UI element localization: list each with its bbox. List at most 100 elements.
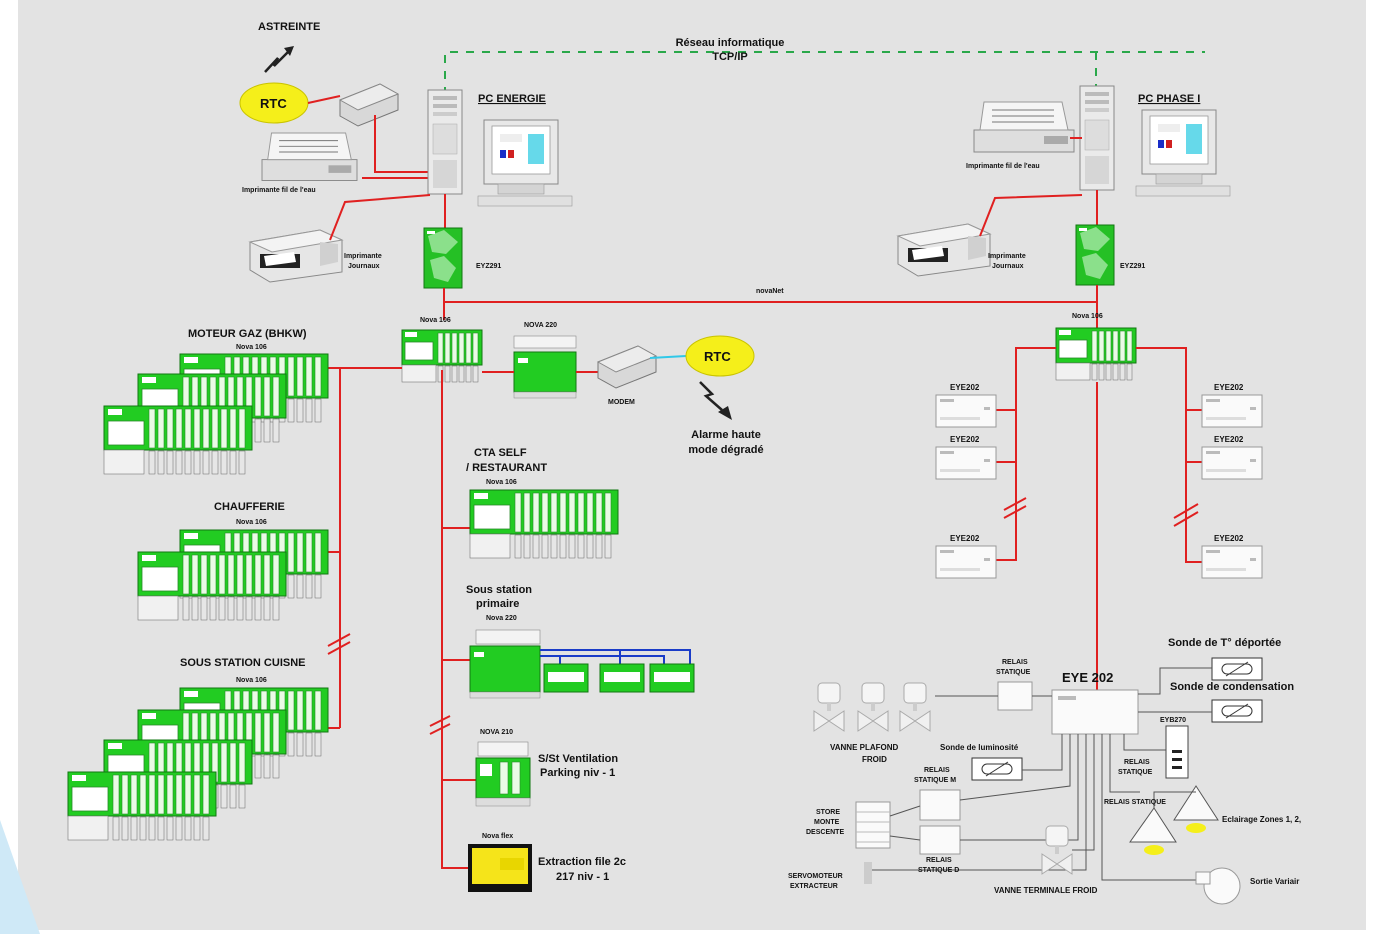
imprimante-fil-left-label: Imprimante fil de l'eau bbox=[242, 187, 316, 194]
nova106-cuisne-label: Nova 106 bbox=[236, 677, 267, 684]
rtc-mid-label: RTC bbox=[704, 349, 731, 364]
sonde-deportee-icon bbox=[1211, 657, 1263, 681]
servomoteur-label-2: EXTRACTEUR bbox=[790, 883, 838, 890]
nova106-right-label: Nova 106 bbox=[1072, 313, 1103, 320]
ventilation-label-2: Parking niv - 1 bbox=[540, 767, 615, 779]
astreinte-label: ASTREINTE bbox=[258, 21, 320, 33]
nova106-cta-label: Nova 106 bbox=[486, 479, 517, 486]
sonde-luminosite-icon bbox=[971, 757, 1023, 781]
ventilation-label-1: S/St Ventilation bbox=[538, 753, 618, 765]
reseau-label-1: Réseau informatique bbox=[676, 37, 785, 49]
nova210-label: NOVA 210 bbox=[480, 729, 513, 736]
extraction-label-2: 217 niv - 1 bbox=[556, 871, 609, 883]
eye202-c-unit bbox=[935, 545, 997, 579]
relais-statique-r-label-2: STATIQUE bbox=[1118, 769, 1153, 776]
chaufferie-label: CHAUFFERIE bbox=[214, 501, 285, 513]
eye202-d-label: EYE202 bbox=[1214, 383, 1244, 392]
imprimante-journaux-left-label-2: Journaux bbox=[348, 263, 380, 270]
sous-station-prim-label-1: Sous station bbox=[466, 584, 532, 596]
vanne-terminale-label: VANNE TERMINALE FROID bbox=[994, 886, 1098, 895]
eclairage-label: Eclairage Zones 1, 2, bbox=[1222, 815, 1301, 824]
tcpip-network-line bbox=[444, 51, 1205, 95]
eye202-a-unit bbox=[935, 394, 997, 428]
pc-energie-label: PC ENERGIE bbox=[478, 93, 546, 105]
cta-self-label-1: CTA SELF bbox=[474, 447, 527, 459]
relais-statique-top-box bbox=[997, 681, 1033, 711]
eye202-f-label: EYE202 bbox=[1214, 534, 1244, 543]
eclairage-lamp-2 bbox=[1173, 785, 1219, 833]
alarme-label-2: mode dégradé bbox=[688, 444, 763, 456]
sous-station-prim-label-2: primaire bbox=[476, 598, 519, 610]
relais-statique-d-label-1: RELAIS bbox=[926, 857, 952, 864]
servomoteur-label-1: SERVOMOTEUR bbox=[788, 873, 843, 880]
nova210-unit bbox=[475, 741, 531, 807]
imprimante-journaux-right-label-1: Imprimante bbox=[988, 253, 1026, 260]
sous-station-cuisne-label: SOUS STATION CUISNE bbox=[180, 657, 306, 669]
relais-statique-m-label-2: STATIQUE M bbox=[914, 777, 956, 784]
sonde-condensation-label: Sonde de condensation bbox=[1170, 681, 1294, 693]
extraction-label-1: Extraction file 2c bbox=[538, 856, 626, 868]
novanet-label: novaNet bbox=[756, 288, 784, 295]
relais-statique-r-label-1: RELAIS bbox=[1124, 759, 1150, 766]
nova220-prim-label: Nova 220 bbox=[486, 615, 517, 622]
nova-flex-unit bbox=[468, 844, 532, 892]
pc-energie-tower-icon bbox=[427, 89, 463, 195]
alarme-arrow-icon bbox=[699, 381, 723, 411]
imprimante-fil-right-icon bbox=[973, 101, 1075, 153]
nova106-center-label: Nova 106 bbox=[420, 317, 451, 324]
store-icon bbox=[855, 801, 891, 849]
sortie-variair-label: Sortie Variair bbox=[1250, 877, 1299, 886]
eye202-big-label: EYE 202 bbox=[1062, 670, 1113, 685]
eyz291-right-label: EYZ291 bbox=[1120, 263, 1145, 270]
eye202-a-label: EYE202 bbox=[950, 383, 980, 392]
eye202-b-unit bbox=[935, 446, 997, 480]
rtc-mid-bubble bbox=[685, 335, 755, 377]
eyz291-left-label: EYZ291 bbox=[476, 263, 501, 270]
sous-station-primaire-unit bbox=[469, 629, 695, 699]
relais-statique-d-box bbox=[919, 825, 961, 855]
eye202-c-label: EYE202 bbox=[950, 534, 980, 543]
relais-statique-top-label-2: STATIQUE bbox=[996, 669, 1031, 676]
nova-flex-label: Nova flex bbox=[482, 833, 513, 840]
eye202-f-unit bbox=[1201, 545, 1263, 579]
nova106-moteur-label: Nova 106 bbox=[236, 344, 267, 351]
eyb270-label: EYB270 bbox=[1160, 717, 1186, 724]
eyz291-right-icon bbox=[1075, 224, 1115, 286]
cta-self-label-2: / RESTAURANT bbox=[466, 462, 547, 474]
eclairage-lamp-1 bbox=[1129, 807, 1177, 855]
eye202-b-label: EYE202 bbox=[950, 435, 980, 444]
astreinte-arrow-icon bbox=[264, 51, 289, 73]
cta-self-unit bbox=[469, 489, 619, 559]
imprimante-journaux-right-label-2: Journaux bbox=[992, 263, 1024, 270]
moteur-gaz-label: MOTEUR GAZ (BHKW) bbox=[188, 328, 307, 340]
store-label-1: STORE bbox=[816, 809, 840, 816]
vanne-plafond-label-1: VANNE PLAFOND bbox=[830, 743, 899, 752]
nova220-center-unit bbox=[513, 335, 577, 399]
imprimante-fil-right-label: Imprimante fil de l'eau bbox=[966, 163, 1040, 170]
relais-statique-m-label-1: RELAIS bbox=[924, 767, 950, 774]
nova106-right-unit bbox=[1055, 327, 1137, 381]
eye202-d-unit bbox=[1201, 394, 1263, 428]
alarme-label-1: Alarme haute bbox=[691, 429, 761, 441]
sonde-deportee-label: Sonde de T° déportée bbox=[1168, 637, 1281, 649]
imprimante-fil-left-icon bbox=[261, 132, 358, 181]
store-label-2: MONTE bbox=[814, 819, 840, 826]
eyb270-unit bbox=[1165, 725, 1189, 779]
eye202-e-unit bbox=[1201, 446, 1263, 480]
eyz291-left-icon bbox=[423, 227, 463, 289]
nova106-chauff-label: Nova 106 bbox=[236, 519, 267, 526]
reseau-label-2: TCP/IP bbox=[712, 51, 747, 63]
variair-fan-icon bbox=[1195, 867, 1241, 905]
eye202-e-label: EYE202 bbox=[1214, 435, 1244, 444]
nova220-center-label: NOVA 220 bbox=[524, 322, 557, 329]
pc-phase-label: PC PHASE I bbox=[1138, 93, 1200, 105]
rtc-top-label: RTC bbox=[260, 96, 287, 111]
relais-statique-top-label-1: RELAIS bbox=[1002, 659, 1028, 666]
sonde-luminosite-label: Sonde de luminosité bbox=[940, 743, 1019, 752]
vanne-plafond-label-2: FROID bbox=[862, 755, 887, 764]
imprimante-journaux-left-label-1: Imprimante bbox=[344, 253, 382, 260]
store-label-3: DESCENTE bbox=[806, 829, 844, 836]
relais-statique-d-label-2: STATIQUE D bbox=[918, 867, 959, 874]
